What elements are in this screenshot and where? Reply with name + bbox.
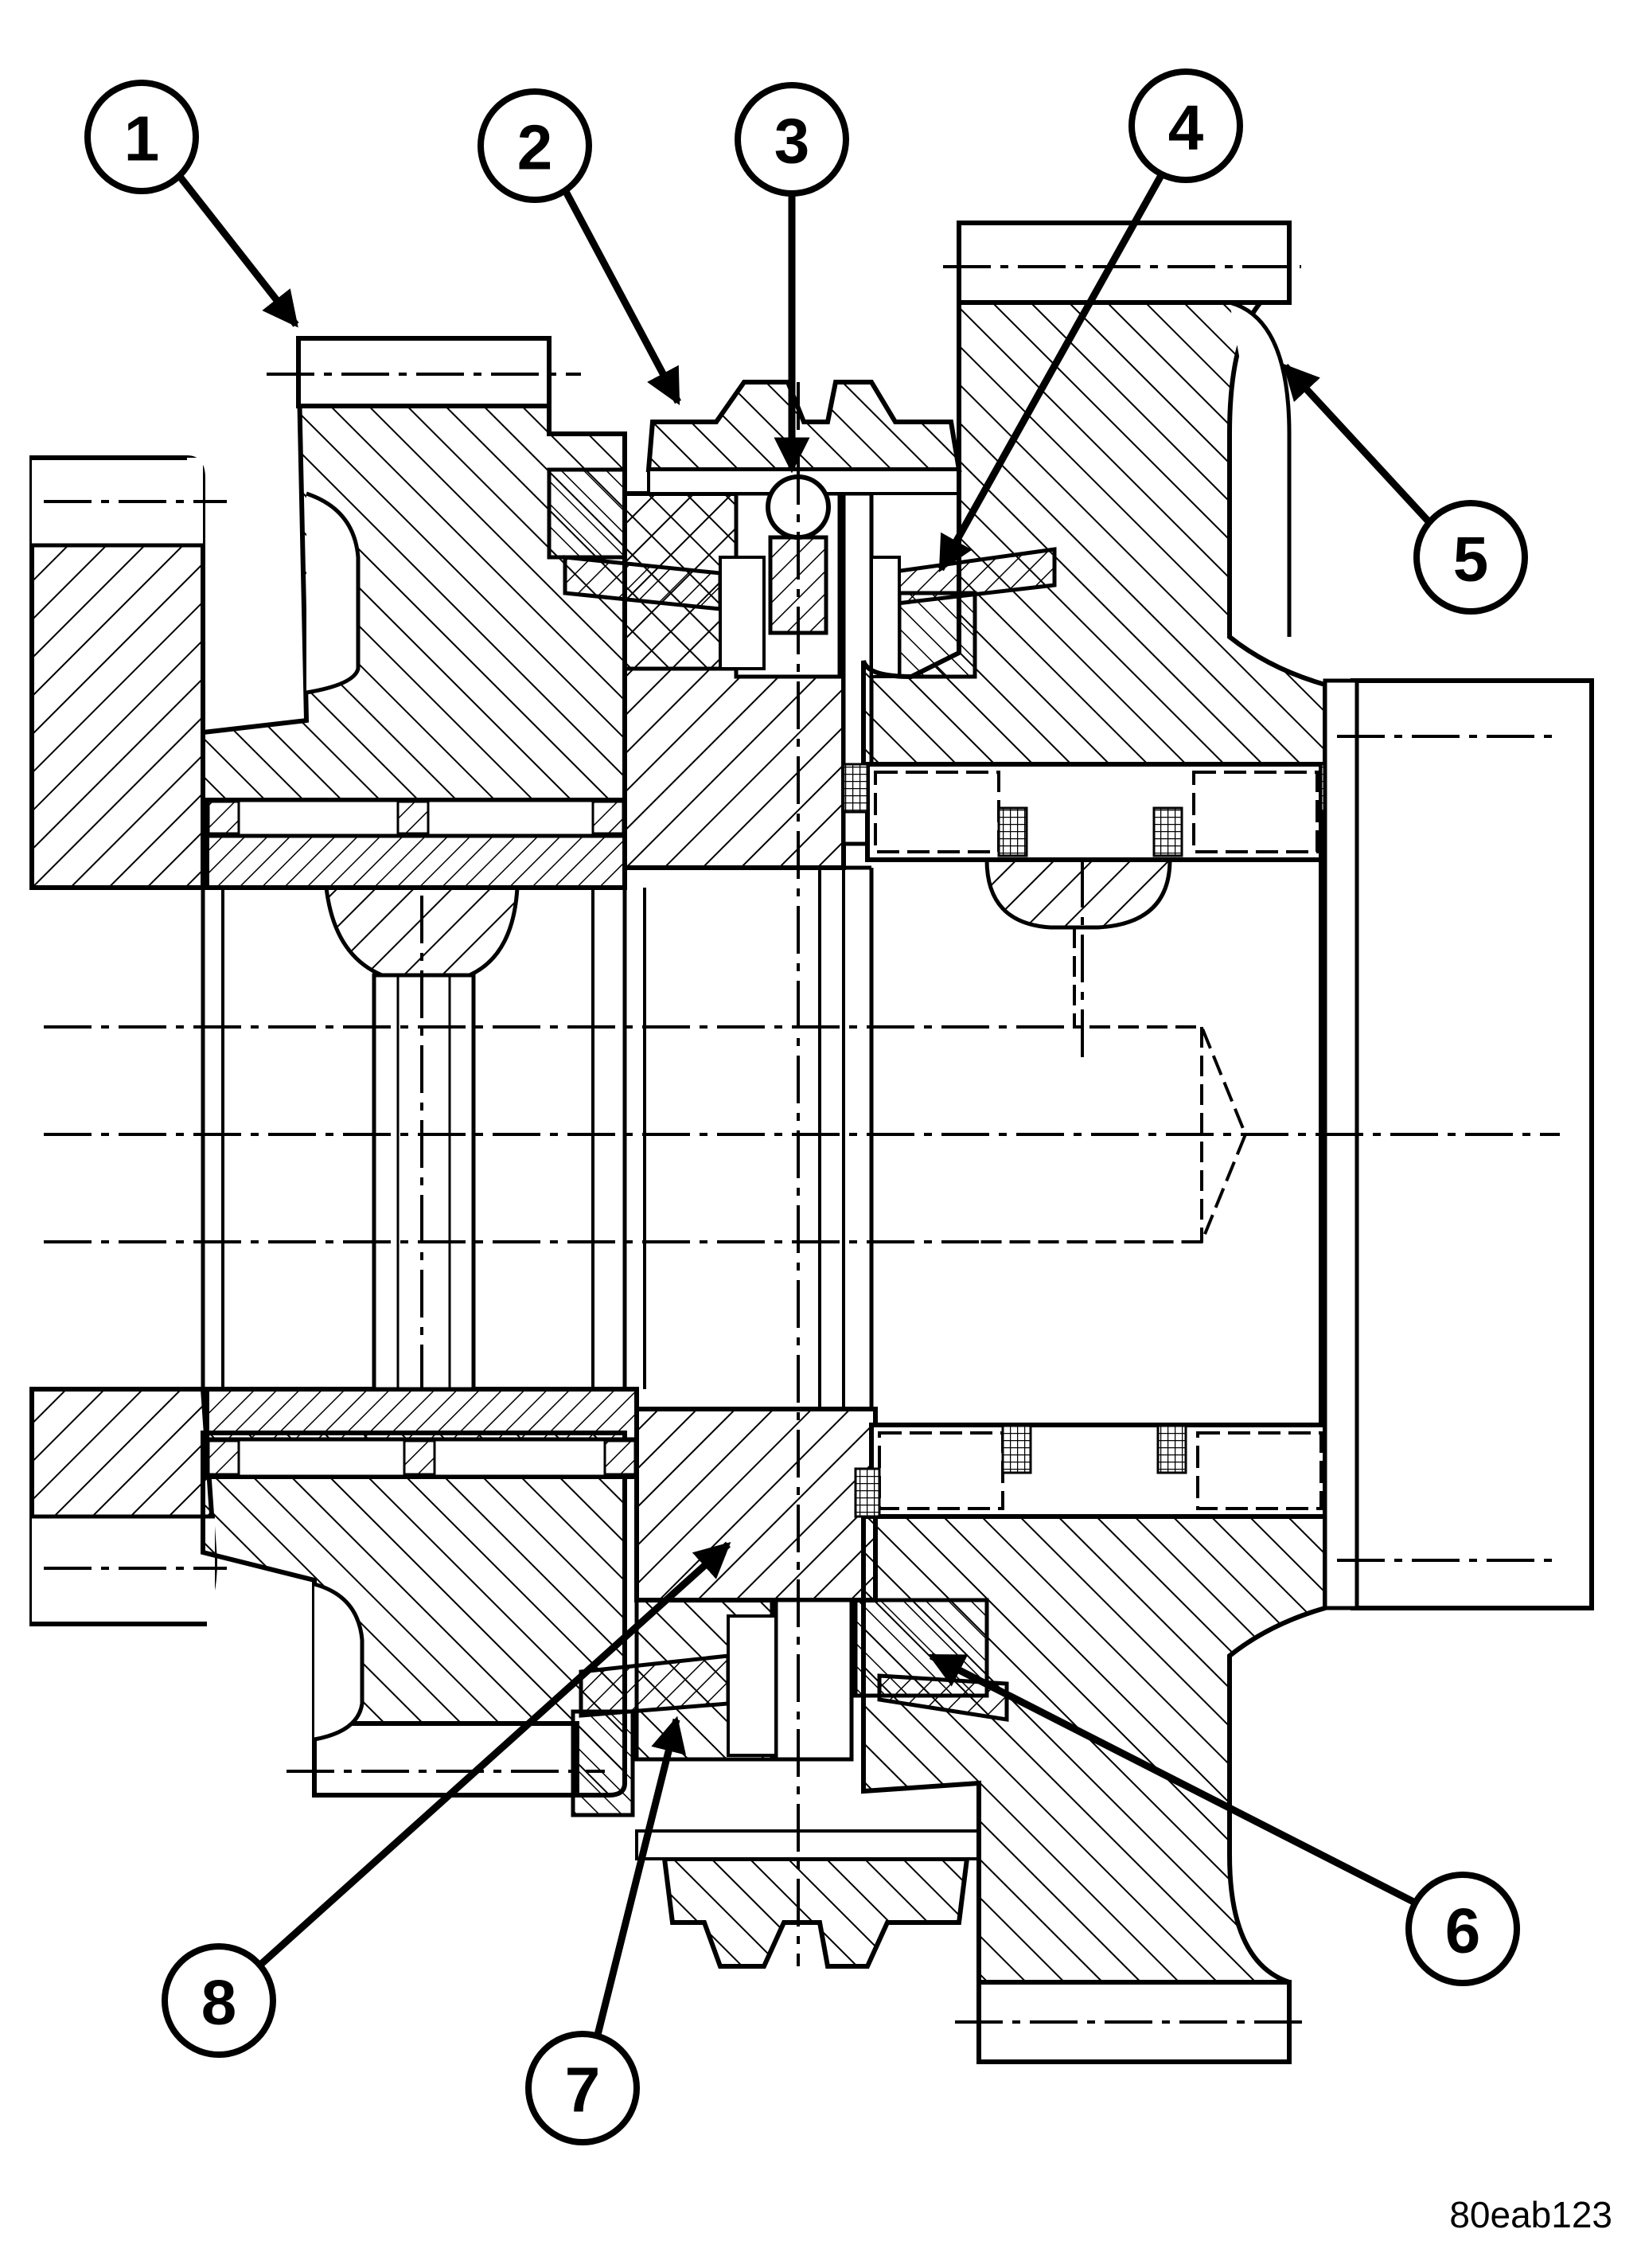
callout-1-label: 1 <box>124 103 160 174</box>
callout-5: 5 <box>1282 363 1528 615</box>
callout-8-label: 8 <box>201 1967 237 2038</box>
center-lines <box>44 265 1560 2024</box>
callout-8: 8 <box>162 1541 731 2058</box>
callout-3: 3 <box>735 82 849 474</box>
callout-7: 7 <box>525 1716 687 2145</box>
needle-bearings <box>842 762 1355 1519</box>
synchro-hub <box>622 491 878 1762</box>
callout-6: 6 <box>927 1652 1520 1986</box>
right-shaft <box>1323 678 1594 1610</box>
main-shaft <box>201 857 1323 1427</box>
synchro-sleeve <box>635 380 980 1969</box>
callout-6-label: 6 <box>1445 1895 1481 1966</box>
cross-pin <box>324 885 520 1392</box>
left-sleeve <box>205 798 639 1479</box>
right-gear <box>861 221 1327 2064</box>
callout-1: 1 <box>84 80 299 328</box>
figure-code: 80eab123 <box>1449 2194 1612 2235</box>
callout-2-label: 2 <box>517 112 553 183</box>
callout-2: 2 <box>477 88 681 405</box>
left-shaft <box>29 455 218 1626</box>
callout-7-label: 7 <box>565 2055 601 2126</box>
callout-3-label: 3 <box>774 106 810 177</box>
callout-4-label: 4 <box>1168 92 1204 163</box>
blocking-ring-left <box>547 467 778 1817</box>
callout-4: 4 <box>937 68 1243 572</box>
callout-5-label: 5 <box>1453 524 1489 595</box>
left-gear <box>201 336 627 1798</box>
